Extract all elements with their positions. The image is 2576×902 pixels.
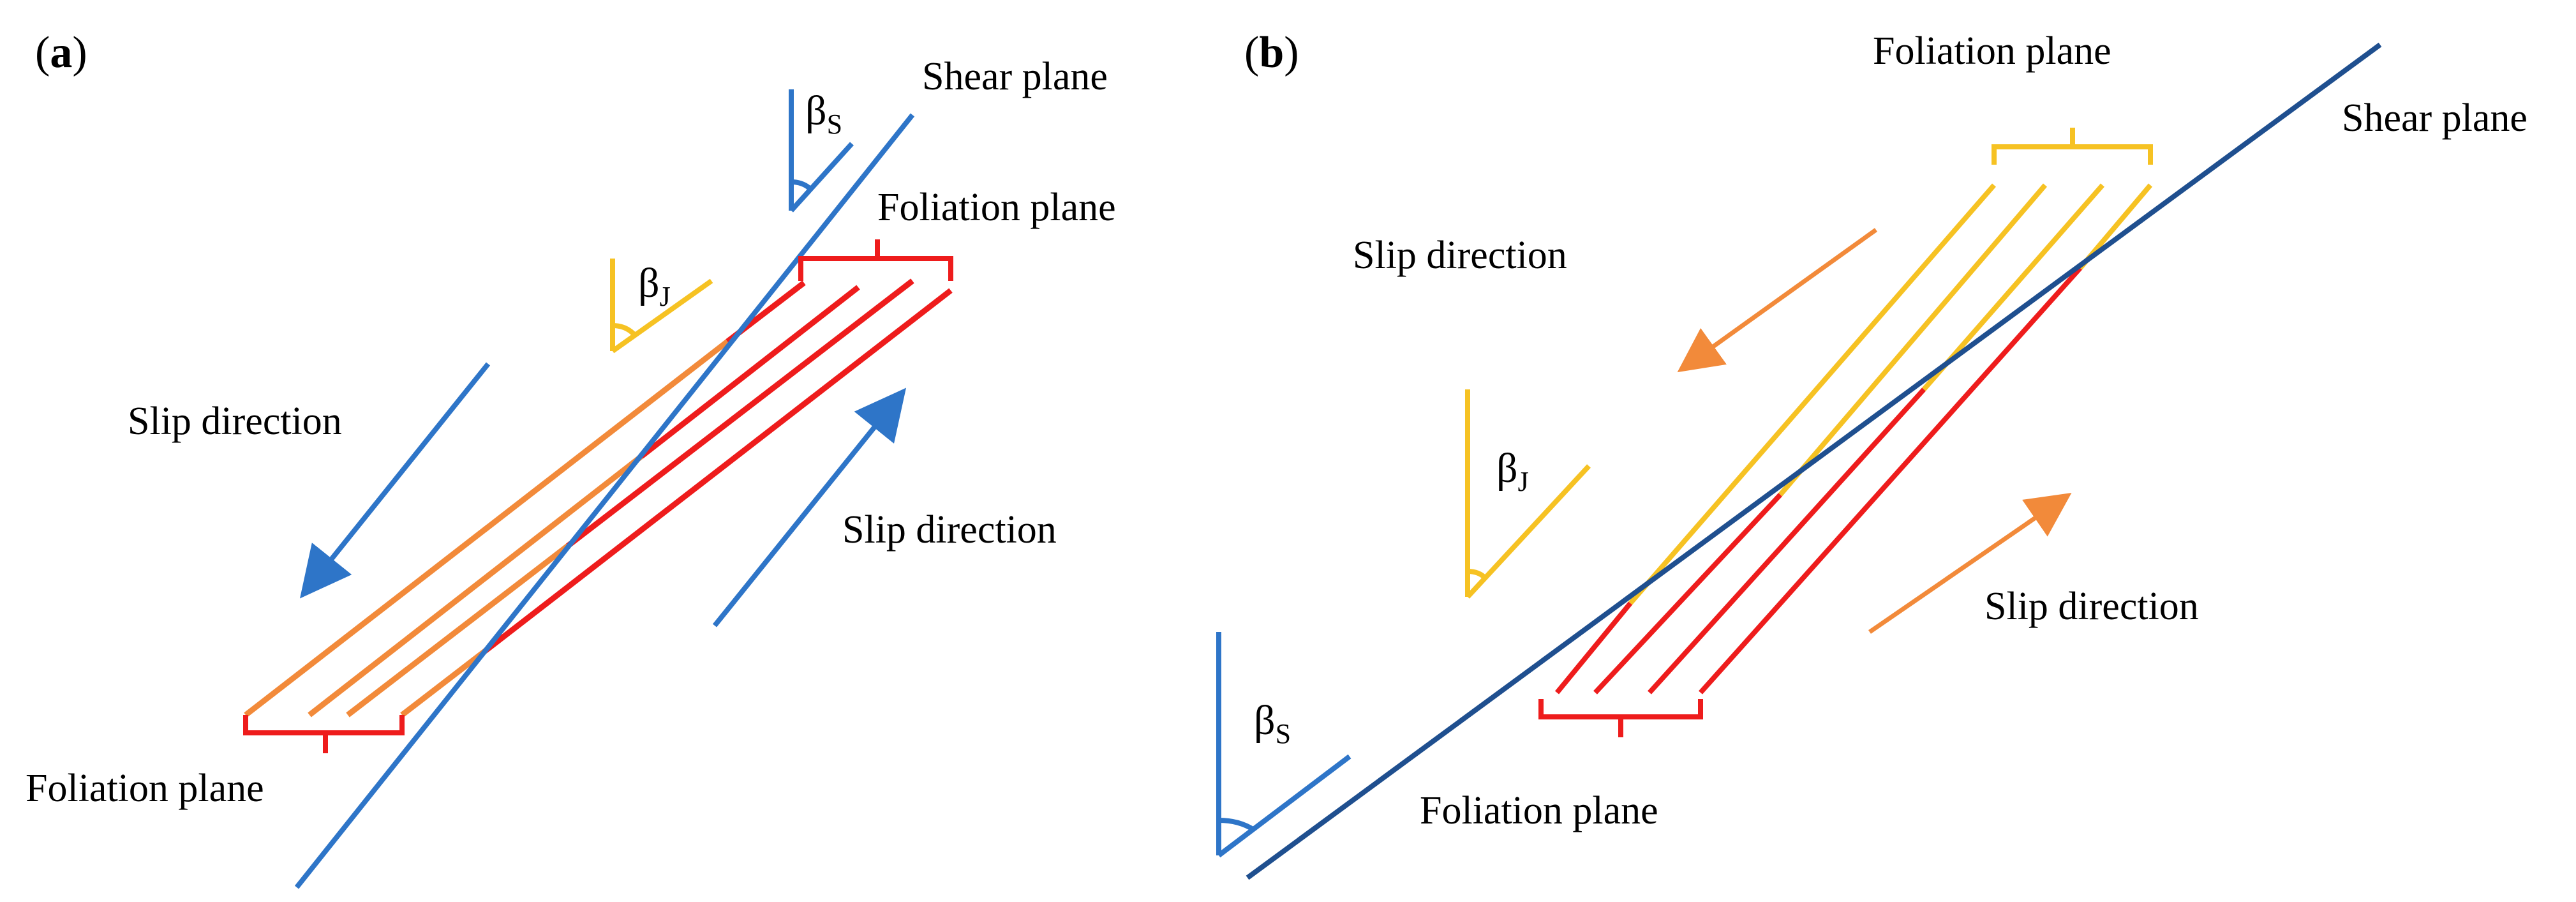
foliation-plane-label-bottom-b: Foliation plane (1420, 789, 1658, 832)
panel-a-tag: (a) (35, 28, 87, 77)
beta-s-angle (789, 89, 854, 213)
beta-j-label: βJ (638, 260, 671, 312)
slip-arrow-top-b (1677, 228, 1878, 373)
slip-arrow-left (299, 362, 491, 599)
shear-plane-line (294, 113, 915, 889)
foliation-bracket-bottom-b (1538, 699, 1703, 737)
panel-b-tag: (b) (1244, 28, 1299, 77)
foliation-bracket-top (798, 239, 953, 281)
shear-plane-label-b: Shear plane (2342, 96, 2528, 140)
slip-direction-label-left: Slip direction (128, 400, 342, 443)
panel-b: (b) βJ (1216, 28, 2528, 880)
foliation-lines-red (483, 278, 953, 654)
foliation-lines-red-b (1554, 266, 2082, 695)
foliation-lines-orange (244, 339, 729, 718)
slip-direction-label-right: Slip direction (842, 508, 1057, 552)
foliation-plane-label-top: Foliation plane (877, 186, 1116, 229)
shear-plane-label: Shear plane (922, 55, 1108, 98)
beta-s-label-b: βS (1254, 697, 1291, 749)
foliation-bracket-bottom (243, 715, 405, 753)
beta-s-label: βS (805, 87, 842, 140)
beta-s-angle-b (1216, 632, 1351, 858)
slip-direction-label-top-b: Slip direction (1353, 234, 1567, 277)
shear-plane-line-b (1246, 42, 2382, 880)
foliation-bracket-top-b (1992, 128, 2153, 165)
panel-a: (a) βS (26, 28, 1116, 889)
beta-j-angle (610, 259, 713, 354)
slip-arrow-bottom-b (1868, 493, 2072, 634)
foliation-plane-label-top-b: Foliation plane (1873, 29, 2111, 73)
beta-j-label-b: βJ (1496, 445, 1529, 497)
slip-direction-label-bottom-b: Slip direction (1984, 585, 2199, 628)
slip-arrow-right (712, 387, 907, 628)
foliation-plane-label-bottom: Foliation plane (26, 767, 264, 810)
beta-j-angle-b (1465, 389, 1591, 599)
